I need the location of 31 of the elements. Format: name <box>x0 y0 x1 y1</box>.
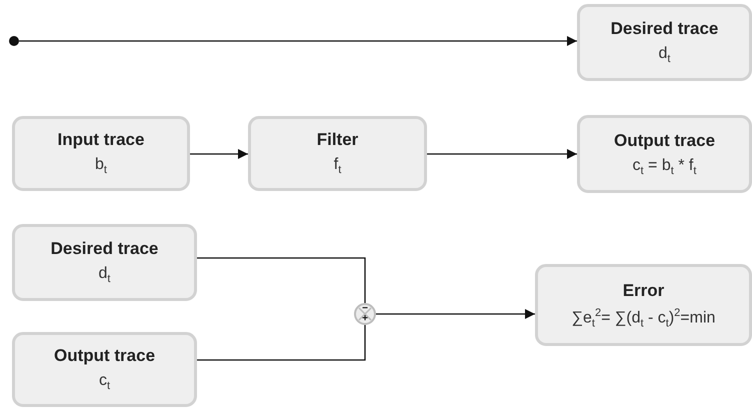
box-title: Desired trace <box>610 19 718 40</box>
box-title: Input trace <box>58 130 144 150</box>
process-box <box>577 4 752 81</box>
plus-sign: + <box>361 314 369 324</box>
box-title: Output trace <box>614 130 716 151</box>
summing-junction <box>354 303 376 325</box>
arrow <box>427 149 577 159</box>
start-dot <box>9 36 19 46</box>
formula: f$_{t}$ <box>334 156 342 177</box>
process-box <box>12 332 197 407</box>
process-box <box>248 116 427 191</box>
formula: d$_{t}$ <box>658 45 670 66</box>
process-box <box>12 224 197 301</box>
process-box <box>577 115 752 193</box>
process-box <box>12 116 190 191</box>
formula: d$_{t}$ <box>98 265 110 286</box>
box-title: Error <box>622 280 664 301</box>
connector-line <box>197 257 366 303</box>
arrow <box>19 36 577 46</box>
box-title: Filter <box>316 130 358 150</box>
formula: c$_{t}$ = b$_{t}$ * f$_{t}$ <box>632 156 696 178</box>
formula: b$_{t}$ <box>95 156 107 177</box>
box-title: Output trace <box>54 346 156 366</box>
arrow <box>190 149 248 159</box>
arrow <box>376 309 535 319</box>
formula: c$_{t}$ <box>98 372 110 393</box>
formula: ∑e$_{t}$$^{2}$= ∑(d$_{t}$ - c$_{t}$)$^{2}$=min <box>572 306 716 330</box>
process-box <box>535 264 752 346</box>
connector-line <box>197 325 366 361</box>
minus-sign: − <box>361 304 369 314</box>
box-title: Desired trace <box>50 239 158 260</box>
